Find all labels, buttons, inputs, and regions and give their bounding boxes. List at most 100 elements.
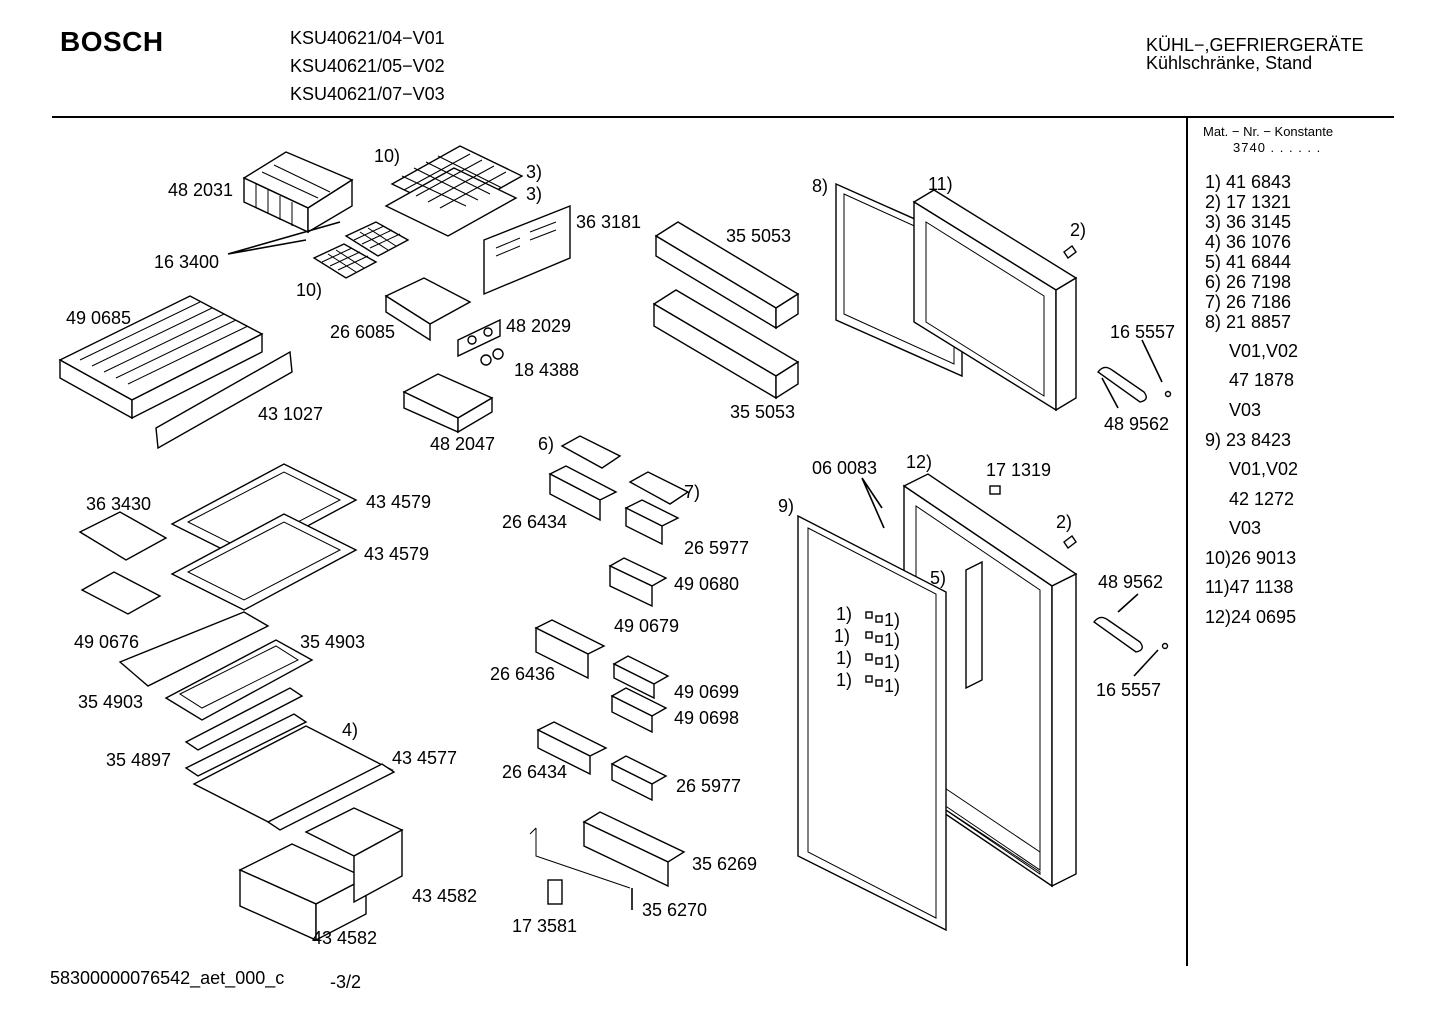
cover-panel-part (483, 204, 571, 296)
legend-item: 1) 41 6843 (1205, 172, 1292, 192)
legend-divider (1186, 118, 1188, 966)
part-label: 26 5977 (684, 538, 750, 558)
part-label: 4) (342, 720, 359, 740)
small-shelf-part (78, 511, 168, 615)
part-label: 35 5053 (726, 226, 792, 246)
part-label: 26 5977 (676, 776, 742, 796)
part-label: 43 4582 (312, 928, 378, 948)
door-handle-part (1097, 366, 1147, 403)
part-label: 43 4577 (392, 748, 458, 768)
part-label: 43 4579 (364, 544, 430, 564)
shelf-frame-part (118, 611, 396, 831)
part-label: 48 2029 (506, 316, 572, 336)
part-label: 35 4903 (78, 692, 144, 712)
part-label: 48 9562 (1104, 414, 1170, 434)
legend-item: 7) 26 7186 (1205, 292, 1292, 312)
freezer-drawer-part (58, 295, 264, 420)
part-label: 2) (1070, 220, 1087, 240)
part-label: 49 0676 (74, 632, 140, 652)
door-handle-part (1093, 616, 1143, 653)
part-label: 35 4897 (106, 750, 172, 770)
legend-item: 2) 17 1321 (1205, 192, 1292, 212)
part-label: 49 0699 (674, 682, 740, 702)
part-label: 36 3430 (86, 494, 152, 514)
part-label: 1) (884, 610, 901, 630)
screw-part (1161, 642, 1169, 650)
part-label: 43 4582 (412, 886, 478, 906)
part-label: 35 6269 (692, 854, 758, 874)
legend-item: V01,V02 (1229, 459, 1299, 479)
part-label: 1) (834, 626, 851, 646)
part-label: 16 3400 (154, 252, 220, 272)
part-label: 6) (538, 434, 555, 454)
part-label: 3) (526, 162, 543, 182)
cap-part (989, 485, 1001, 495)
glass-shelf-part (170, 463, 358, 611)
legend-item: 42 1272 (1229, 489, 1295, 509)
part-label: 26 6434 (502, 762, 568, 782)
part-label: 06 0083 (812, 458, 878, 478)
category-title: KÜHL−,GEFRIERGERÄTE (1146, 35, 1364, 55)
control-panel-part (457, 318, 504, 366)
part-label: 17 1319 (986, 460, 1052, 480)
part-label: 9) (778, 496, 795, 516)
part-label: 3) (526, 184, 543, 204)
wire-rack-part (384, 145, 524, 237)
hinge-part (1063, 534, 1077, 550)
clip-part (865, 611, 883, 687)
model-number: KSU40621/07−V03 (290, 84, 445, 104)
rail-part (965, 560, 983, 690)
front-strip-part (155, 350, 293, 450)
legend-item: 3) 36 3145 (1205, 212, 1292, 232)
part-label: 49 0698 (674, 708, 740, 728)
legend-item: V03 (1229, 400, 1262, 420)
legend-material-number: 3740 . . . . . . (1233, 140, 1322, 155)
part-label: 26 6434 (502, 512, 568, 532)
part-label: 11) (928, 174, 953, 194)
part-label: 16 5557 (1096, 680, 1162, 700)
part-label: 1) (884, 630, 901, 650)
door-bin-part (652, 221, 800, 400)
part-label: 26 6085 (330, 322, 396, 342)
leader-lines (227, 221, 1163, 910)
holder-part-side (385, 294, 431, 342)
legend-item: 6) 26 7198 (1205, 272, 1292, 292)
part-label: 1) (836, 648, 853, 668)
freezer-door-part (912, 189, 1078, 412)
page-number: -3/2 (330, 972, 362, 992)
ice-tray-part (312, 221, 410, 279)
legend-item: 8) 21 8857 (1205, 312, 1292, 332)
part-label: 48 2031 (168, 180, 234, 200)
part-label: 48 9562 (1098, 572, 1164, 592)
legend-item: 11)47 1138 (1205, 577, 1294, 597)
hinge-part (1063, 244, 1077, 260)
part-label: 16 5557 (1110, 322, 1176, 342)
part-label: 17 3581 (512, 916, 578, 936)
legend-item: 47 1878 (1229, 370, 1295, 390)
legend-item: 4) 36 1076 (1205, 232, 1292, 252)
part-label: 49 0680 (674, 574, 740, 594)
document-id: 58300000076542_aet_000_c (50, 968, 285, 988)
door-bin-part (534, 465, 686, 888)
vent-grid-part (242, 151, 354, 234)
part-label: 8) (812, 176, 829, 196)
header-divider (52, 116, 1394, 118)
part-label: 18 4388 (514, 360, 580, 380)
part-label: 12) (906, 452, 933, 472)
part-label: 49 0685 (66, 308, 132, 328)
model-number: KSU40621/05−V02 (290, 56, 445, 76)
part-label: 35 5053 (730, 402, 796, 422)
legend-item: 12)24 0695 (1205, 607, 1297, 627)
part-label: 1) (836, 670, 853, 690)
model-number: KSU40621/04−V01 (290, 28, 445, 48)
part-label: 43 4579 (366, 492, 432, 512)
category-subtitle: Kühlschränke, Stand (1146, 53, 1313, 73)
part-label: 35 6270 (642, 900, 708, 920)
part-label: 7) (684, 482, 701, 502)
fridge-gasket-part (797, 514, 947, 932)
small-tray-part (402, 373, 494, 434)
part-label: 10) (374, 146, 401, 166)
legend-item: 5) 41 6844 (1205, 252, 1292, 272)
part-label: 1) (836, 604, 853, 624)
